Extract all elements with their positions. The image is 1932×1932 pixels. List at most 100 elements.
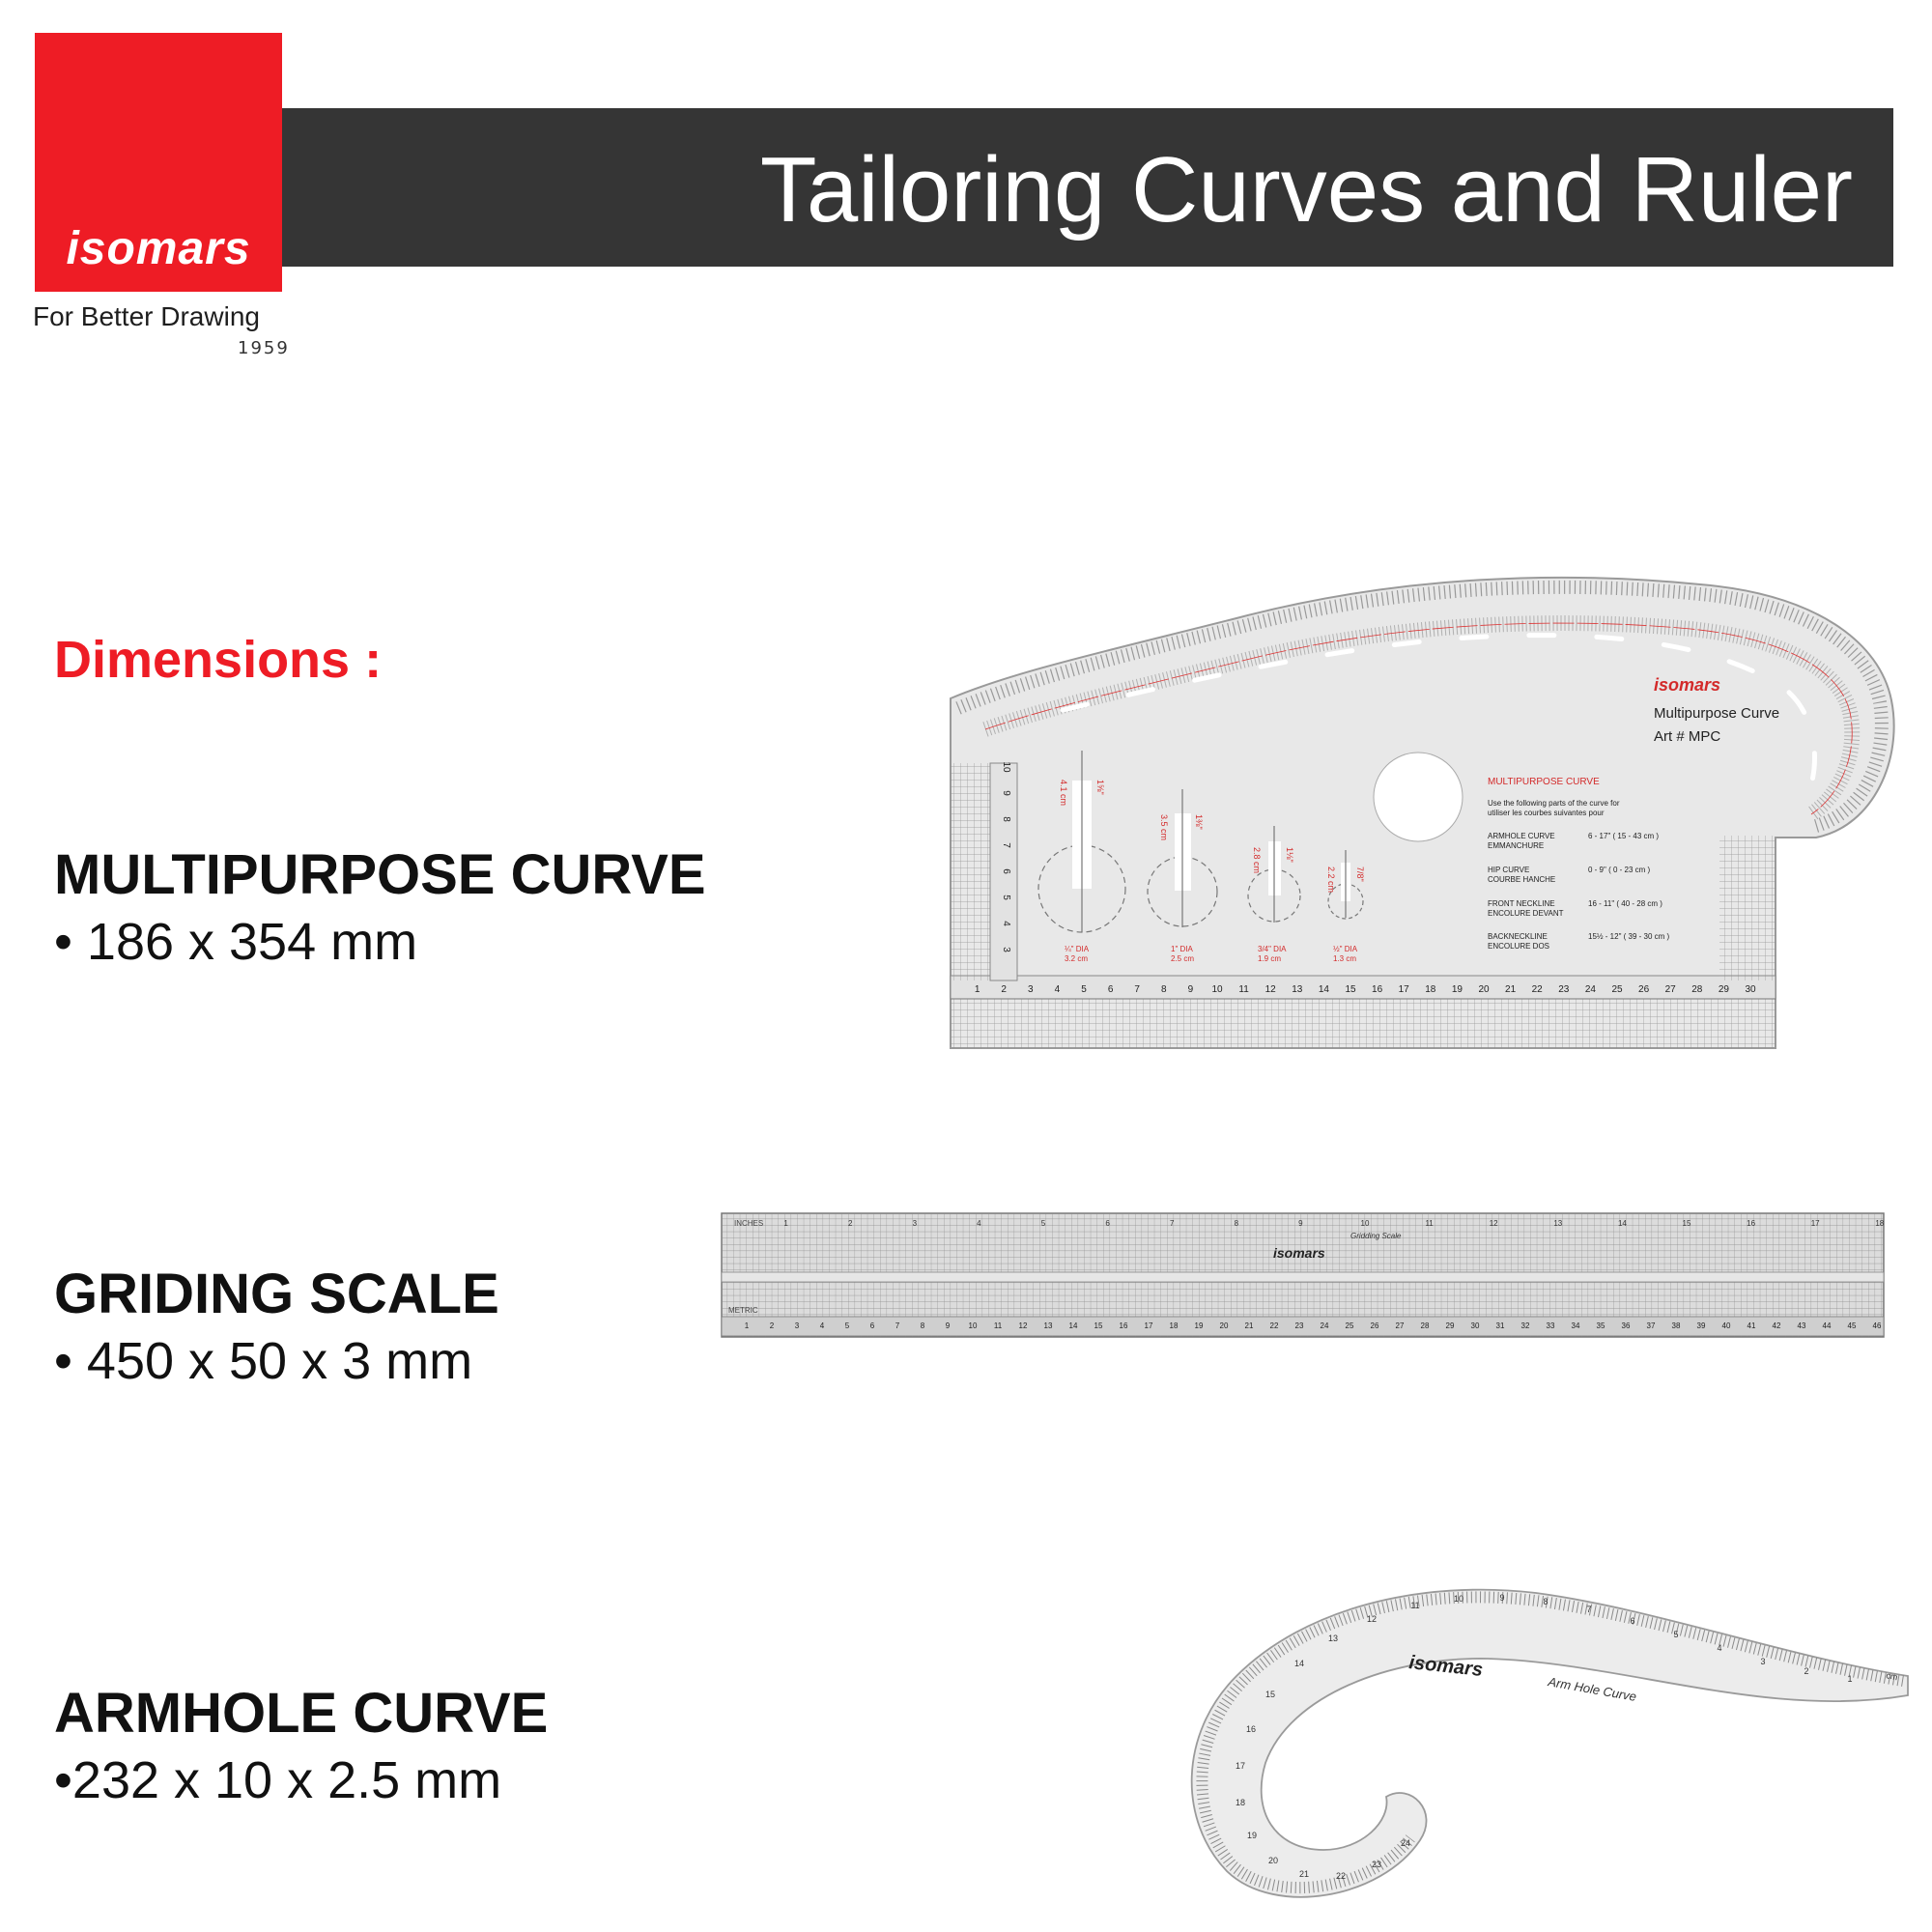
scale-number: 30 xyxy=(1471,1321,1480,1330)
scale-number: 2 xyxy=(1804,1666,1808,1676)
scale-number: 20 xyxy=(1220,1321,1229,1330)
scale-number: 23 xyxy=(1558,984,1570,995)
mpc-use-label: BACKNECKLINE xyxy=(1488,932,1548,941)
mpc-use-label: HIP CURVE xyxy=(1488,866,1529,874)
hanging-hole xyxy=(1373,752,1463,842)
scale-number: 11 xyxy=(1425,1219,1434,1228)
mpc-instructions: Use the following parts of the curve for xyxy=(1488,799,1620,808)
scale-number: 16 xyxy=(1747,1219,1755,1228)
scale-number: 29 xyxy=(1719,984,1730,995)
scale-number: 31 xyxy=(1496,1321,1505,1330)
scale-number: 18 xyxy=(1875,1219,1884,1228)
scale-number: 12 xyxy=(1265,984,1277,995)
scale-number: 35 xyxy=(1597,1321,1605,1330)
scale-number: 17 xyxy=(1145,1321,1153,1330)
scale-number: 25 xyxy=(1346,1321,1354,1330)
scale-number: 42 xyxy=(1773,1321,1781,1330)
scale-number: 15 xyxy=(1345,984,1356,995)
scale-number: 8 xyxy=(1235,1219,1239,1228)
scale-number: 16 xyxy=(1246,1724,1256,1734)
product-dimensions-armhole: •232 x 10 x 2.5 mm xyxy=(54,1751,502,1809)
mpc-use-range: 0 - 9" ( 0 - 23 cm ) xyxy=(1588,866,1651,874)
scale-number: 15 xyxy=(1094,1321,1103,1330)
scale-number: 13 xyxy=(1044,1321,1053,1330)
scale-number: 5 xyxy=(1081,984,1087,995)
brand-year: 1959 xyxy=(238,338,290,358)
bh-cm: 2.8 cm xyxy=(1252,847,1262,873)
scale-number: 22 xyxy=(1336,1871,1346,1881)
mpc-brand: isomars xyxy=(1654,675,1720,695)
mpc-use-label: FRONT NECKLINE xyxy=(1488,899,1555,908)
mpc-use-label-fr: ENCOLURE DEVANT xyxy=(1488,909,1564,918)
mpc-art-no: Art # MPC xyxy=(1654,728,1720,745)
scale-number: 24 xyxy=(1585,984,1597,995)
scale-number: 7 xyxy=(1170,1219,1175,1228)
scale-number: 20 xyxy=(1268,1856,1278,1865)
bh-dia: 1" DIA xyxy=(1171,945,1194,953)
scale-number: 2 xyxy=(848,1219,853,1228)
scale-number: 26 xyxy=(1371,1321,1379,1330)
scale-number: 46 xyxy=(1873,1321,1882,1330)
product-name-multipurpose: MULTIPURPOSE CURVE xyxy=(54,843,706,906)
scale-number: 5 xyxy=(845,1321,850,1330)
scale-number: 24 xyxy=(1321,1321,1329,1330)
scale-number: 11 xyxy=(994,1321,1003,1330)
scale-number: 21 xyxy=(1245,1321,1254,1330)
scale-number: 2 xyxy=(1001,984,1007,995)
scale-number: 7 xyxy=(1586,1605,1591,1614)
armhole-unit: cm xyxy=(1886,1670,1899,1682)
bh-dia-cm: 2.5 cm xyxy=(1171,954,1194,963)
mpc-use-range: 15½ - 12" ( 39 - 30 cm ) xyxy=(1588,932,1670,941)
armhole-curve-image: isomars Arm Hole Curve cm 12345678910111… xyxy=(1190,1588,1909,1898)
mpc-instructions-fr: utiliser les courbes suivantes pour xyxy=(1488,809,1605,817)
scale-number: 3 xyxy=(913,1219,918,1228)
product-name-armhole: ARMHOLE CURVE xyxy=(54,1682,549,1745)
scale-number: 38 xyxy=(1672,1321,1681,1330)
bh-inch: 1⅜" xyxy=(1194,814,1204,830)
scale-number: 3 xyxy=(795,1321,800,1330)
scale-brand: isomars xyxy=(1273,1245,1325,1261)
scale-number: 3 xyxy=(1001,947,1011,952)
multipurpose-curve-image: isomars Multipurpose Curve Art # MPC MUL… xyxy=(950,576,1895,1049)
scale-number: 43 xyxy=(1798,1321,1806,1330)
scale-number: 10 xyxy=(1361,1219,1370,1228)
scale-number: 5 xyxy=(1673,1630,1678,1639)
bh-dia: ¼" DIA xyxy=(1065,945,1090,953)
scale-number: 33 xyxy=(1547,1321,1555,1330)
scale-number: 13 xyxy=(1553,1219,1562,1228)
scale-number: 13 xyxy=(1292,984,1303,995)
scale-number: 40 xyxy=(1722,1321,1731,1330)
scale-number: 20 xyxy=(1478,984,1490,995)
scale-number: 21 xyxy=(1505,984,1517,995)
scale-number: 14 xyxy=(1618,1219,1627,1228)
scale-number: 5 xyxy=(1041,1219,1046,1228)
mpc-use-label-fr: ENCOLURE DOS xyxy=(1488,942,1549,951)
scale-number: 6 xyxy=(1108,984,1114,995)
scale-number: 6 xyxy=(1001,868,1011,874)
scale-number: 15 xyxy=(1265,1690,1275,1699)
scale-number: 8 xyxy=(921,1321,925,1330)
bh-cm: 3.5 cm xyxy=(1159,814,1169,840)
scale-number: 4 xyxy=(977,1219,981,1228)
scale-number: 4 xyxy=(1001,921,1011,926)
bh-cm: 4.1 cm xyxy=(1059,780,1068,806)
scale-number: 8 xyxy=(1001,816,1011,822)
scale-number: 9 xyxy=(946,1321,951,1330)
product-dimensions-griding: • 450 x 50 x 3 mm xyxy=(54,1332,473,1390)
bh-cm: 2.2 cm xyxy=(1326,867,1336,893)
scale-number: 26 xyxy=(1638,984,1650,995)
scale-number: 25 xyxy=(1611,984,1623,995)
scale-number: 41 xyxy=(1747,1321,1756,1330)
scale-number: 1 xyxy=(975,984,980,995)
bh-inch: 1⅛" xyxy=(1285,847,1294,863)
scale-number: 3 xyxy=(1760,1657,1765,1666)
scale-number: 30 xyxy=(1745,984,1756,995)
scale-number: 12 xyxy=(1490,1219,1498,1228)
page-title: Tailoring Curves and Ruler xyxy=(759,138,1853,242)
scale-number: 27 xyxy=(1665,984,1677,995)
scale-number: 11 xyxy=(1238,984,1249,995)
bh-inch: 1⅝" xyxy=(1095,780,1105,795)
scale-number: 18 xyxy=(1425,984,1436,995)
scale-number: 16 xyxy=(1120,1321,1128,1330)
